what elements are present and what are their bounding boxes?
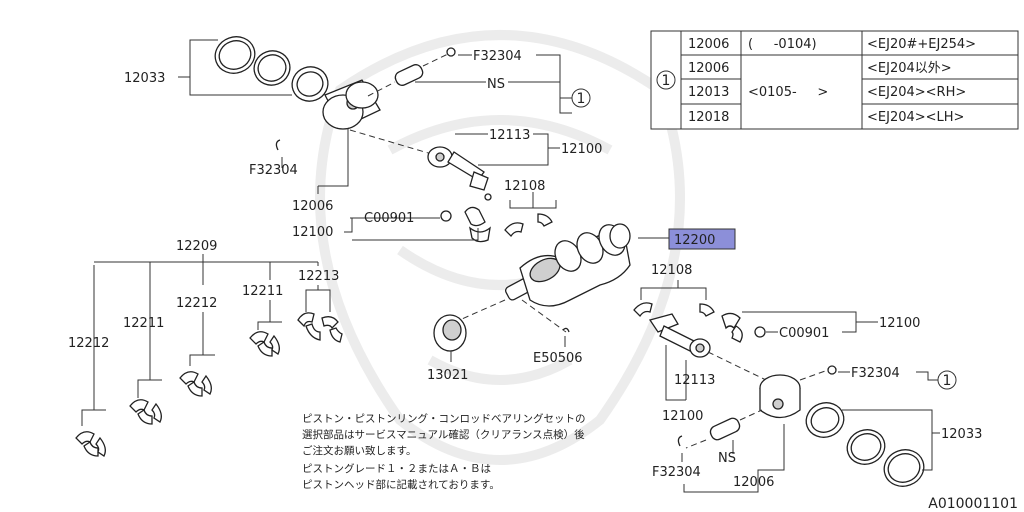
label-f32304-lower-left: F32304	[652, 465, 701, 480]
key-e50506	[562, 327, 570, 333]
label-12213: 12213	[298, 269, 339, 284]
note-line-5: ピストンヘッド部に記載されております。	[302, 478, 500, 491]
label-12100-upper-b: 12100	[292, 225, 333, 240]
label-ns-lower: NS	[718, 451, 736, 466]
table-row-2-model: <EJ204以外>	[867, 61, 952, 76]
table-row-2-part: 12006	[688, 61, 729, 76]
label-12100-lower-b: 12100	[662, 409, 703, 424]
label-12100-lower: 12100	[879, 316, 920, 331]
connecting-rod-upper	[427, 146, 492, 201]
nut-lower	[754, 326, 766, 338]
watermark-emblem	[315, 30, 685, 465]
nut-upper	[440, 210, 452, 222]
bearing-12211-left	[129, 399, 162, 425]
label-12108-lower: 12108	[651, 263, 692, 278]
ref-marker-upper-label: 1	[577, 91, 586, 107]
bearing-12212-right	[179, 371, 212, 397]
piston-pin-upper	[394, 64, 424, 86]
ref-marker-lower-label: 1	[943, 373, 952, 389]
label-12033-upper: 12033	[124, 71, 165, 86]
label-12006-lower: 12006	[733, 475, 774, 490]
label-12200-highlight	[668, 228, 736, 250]
table-ref-marker	[656, 70, 676, 90]
label-12113-lower: 12113	[674, 373, 715, 388]
table-row-1-model: <EJ20#+EJ254>	[867, 37, 976, 52]
piston-pin-lower	[709, 417, 741, 441]
crank-sprocket	[433, 314, 467, 352]
table-row-4-part: 12018	[688, 110, 729, 125]
crankshaft	[504, 223, 631, 307]
label-12211-right: 12211	[242, 284, 283, 299]
piston-lower	[759, 374, 801, 419]
bearing-cap-upper	[464, 206, 491, 243]
label-ns-upper: NS	[487, 77, 505, 92]
label-f32304-lower-right: F32304	[851, 366, 900, 381]
label-12113-upper: 12113	[489, 128, 530, 143]
bearing-12211-right	[249, 331, 280, 357]
label-c00901-lower: C00901	[779, 326, 829, 341]
table-row-3-model: <EJ204><RH>	[867, 85, 966, 100]
circlip-lower-right	[827, 365, 837, 375]
bearing-12212-left	[75, 431, 106, 457]
label-12033-lower: 12033	[941, 427, 982, 442]
note-line-2: 選択部品はサービスマニュアル確認（クリアランス点検）後	[302, 428, 585, 441]
label-12100-upper: 12100	[561, 142, 602, 157]
label-12212-right: 12212	[176, 296, 217, 311]
table-row-1-period: ( -0104)	[748, 37, 817, 52]
connecting-rod-lower	[648, 313, 711, 358]
label-e50506: E50506	[533, 351, 583, 366]
piston-rings-lower	[805, 402, 925, 487]
note-line-3: ご注文お願い致します。	[302, 444, 416, 457]
piston-upper	[322, 79, 381, 130]
table-row-3-part: 12013	[688, 85, 729, 100]
note-line-4: ピストングレード１・２またはＡ・Ｂは	[302, 462, 491, 475]
note-line-1: ピストン・ピストンリング・コンロッドベアリングセットの	[302, 412, 586, 425]
table-row-4-model: <EJ204><LH>	[867, 110, 964, 125]
label-f32304-left: F32304	[249, 163, 298, 178]
label-c00901-upper: C00901	[364, 211, 414, 226]
label-13021: 13021	[427, 368, 468, 383]
spec-table: 1 12006 ( -0104) <EJ20#+EJ254> 12006 <01…	[650, 30, 1019, 130]
thrust-bearing-12213	[297, 312, 343, 343]
circlip-upper-left	[275, 139, 281, 151]
diagram-id: A010001101	[928, 496, 1018, 512]
label-12200: 12200	[674, 233, 715, 248]
piston-rings-upper	[214, 36, 329, 102]
circlip-lower-left	[677, 435, 683, 447]
table-row-1-part: 12006	[688, 37, 729, 52]
label-12209: 12209	[176, 239, 217, 254]
note-block: ピストン・ピストンリング・コンロッドベアリングセットの 選択部品はサービスマニュ…	[302, 412, 586, 491]
circlip-upper	[446, 47, 456, 57]
label-12211-left: 12211	[123, 316, 164, 331]
label-12108-upper: 12108	[504, 179, 545, 194]
label-12212-left: 12212	[68, 336, 109, 351]
label-f32304-upper: F32304	[473, 49, 522, 64]
bearing-cap-lower	[721, 312, 743, 343]
table-ref-marker-label: 1	[662, 73, 671, 89]
ref-marker-lower	[937, 370, 957, 390]
bearing-shell-lower-pair	[633, 302, 715, 318]
label-12006-upper: 12006	[292, 199, 333, 214]
table-row-2-period: <0105- >	[748, 85, 828, 100]
bearing-shell-upper-pair	[504, 213, 553, 238]
